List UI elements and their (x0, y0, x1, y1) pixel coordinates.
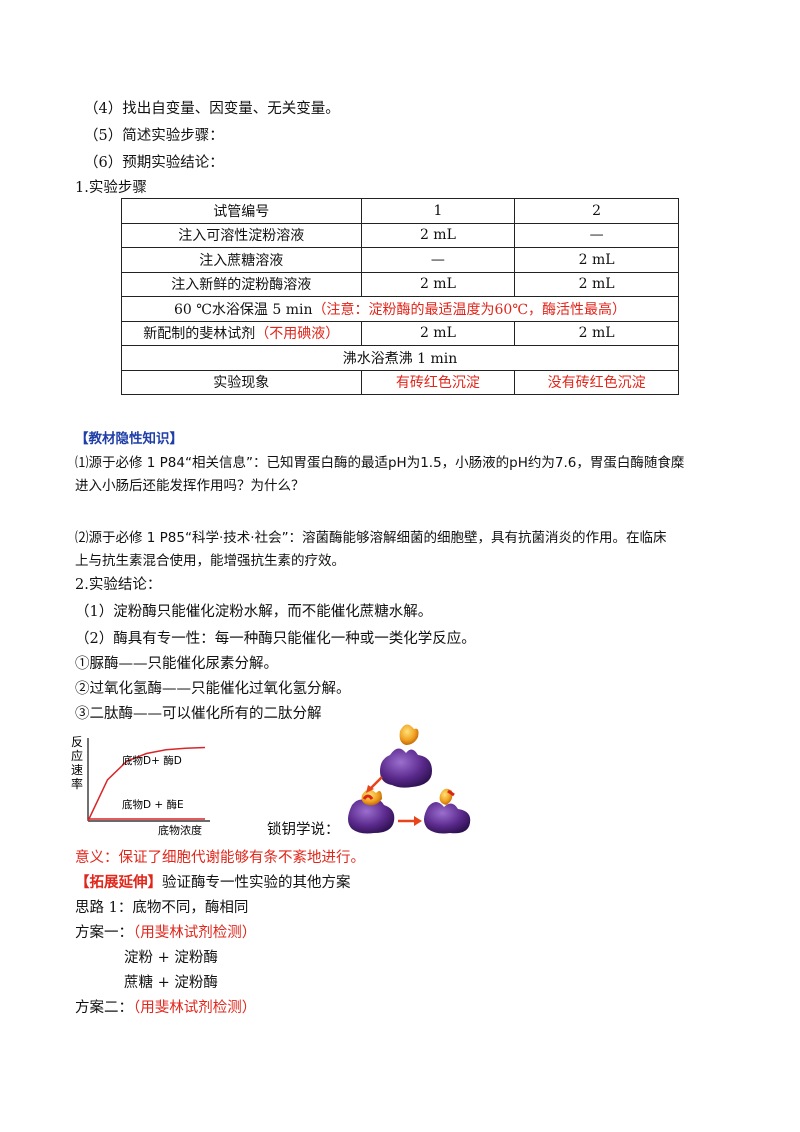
meaning-text: 意义：保证了细胞代谢能够有条不紊地进行。 (75, 850, 365, 866)
table-cell: 2 mL (514, 320, 679, 346)
table-cell: — (360, 247, 516, 273)
table-cell: 2 mL (360, 271, 516, 297)
y-axis-label-char: 速 (71, 763, 83, 777)
table-cell: 实验现象 (121, 369, 362, 395)
table-cell: 2 mL (514, 247, 679, 273)
extension-title: 验证酶专一性实验的其他方案 (162, 875, 351, 891)
water-bath-note: （注意：淀粉酶的最适温度为60℃，酶活性最高） (312, 301, 626, 318)
table-cell: 注入新鲜的淀粉酶溶液 (121, 271, 362, 297)
fehling-label: 新配制的斐林试剂 (143, 326, 256, 343)
table-row: 注入蔗糖溶液 — 2 mL (121, 247, 679, 273)
series-label-d: 底物D+ 酶D (122, 754, 182, 767)
table-cell: 1 (360, 198, 516, 224)
extension-tag: 【拓展延伸】 (75, 874, 162, 891)
table-row: 60 ℃水浴保温 5 min（注意：淀粉酶的最适温度为60℃，酶活性最高） (121, 296, 679, 322)
table-cell: 2 mL (360, 222, 516, 248)
arrow-icon (366, 776, 383, 793)
enzyme-complex-icon (348, 789, 395, 834)
table-row: 实验现象 有砖红色沉淀 没有砖红色沉淀 (121, 369, 679, 395)
table-cell: 沸水浴煮沸 1 min (121, 345, 679, 371)
lock-key-label: 锁钥学说： (267, 822, 340, 838)
extension-heading: 【拓展延伸】验证酶专一性实验的其他方案 (75, 871, 351, 892)
y-axis-label-char: 应 (71, 748, 83, 763)
table-cell: 新配制的斐林试剂（不用碘液） (121, 320, 362, 346)
hidden-knowledge-p1-line2: 进入小肠后还能发挥作用吗？为什么？ (75, 478, 305, 494)
y-axis-label-char: 率 (71, 776, 83, 791)
conclusion-1: （1）淀粉酶只能催化淀粉水解，而不能催化蔗糖水解。 (75, 604, 433, 620)
arrow-icon (398, 816, 422, 826)
series-line-d (87, 746, 206, 822)
table-cell: 没有砖红色沉淀 (514, 369, 679, 395)
conclusion-heading: 2.实验结论： (75, 577, 162, 593)
hidden-knowledge-title: 【教材隐性知识】 (75, 431, 183, 447)
example-catalase: ②过氧化氢酶——只能催化过氧化氢分解。 (75, 681, 351, 697)
table-cell: 注入蔗糖溶液 (121, 247, 362, 273)
plan-1-note: （用斐林试剂检测） (133, 925, 257, 941)
table-cell: 试管编号 (121, 198, 362, 224)
plan-2-label: 方案二： (75, 1000, 133, 1016)
plan-1-group-a: 淀粉 + 淀粉酶 (124, 950, 218, 966)
hidden-knowledge-p2-line2: 上与抗生素混合使用，能增强抗生素的疗效。 (75, 553, 345, 569)
table-cell: 2 mL (514, 271, 679, 297)
experiment-table: 试管编号 1 2 注入可溶性淀粉溶液 2 mL — 注入蔗糖溶液 — 2 mL … (121, 198, 679, 395)
question-5: （5）简述实验步骤： (84, 128, 224, 144)
table-cell: — (514, 222, 679, 248)
table-row: 试管编号 1 2 (121, 198, 679, 224)
conclusion-2: （2）酶具有专一性：每一种酶只能催化一种或一类化学反应。 (75, 631, 476, 647)
question-4: （4）找出自变量、因变量、无关变量。 (84, 101, 340, 117)
hidden-knowledge-p2-line1: ⑵源于必修 1 P85“科学·技术·社会”：溶菌酶能够溶解细菌的细胞壁，具有抗菌… (75, 530, 667, 546)
hidden-knowledge-p1-line1: ⑴源于必修 1 P84“相关信息”：已知胃蛋白酶的最适pH为1.5，小肠液的pH… (75, 455, 685, 471)
water-bath-step: 60 ℃水浴保温 5 min (174, 301, 313, 318)
plan-2: 方案二：（用斐林试剂检测） (75, 996, 256, 1017)
y-axis-label-char: 反 (71, 735, 83, 749)
question-6: （6）预期实验结论： (84, 155, 224, 171)
table-cell: 2 (514, 198, 679, 224)
example-dipeptidase: ③二肽酶——可以催化所有的二肽分解 (75, 706, 322, 722)
lock-key-model-image (348, 724, 471, 834)
table-row: 注入可溶性淀粉溶液 2 mL — (121, 222, 679, 248)
table-row: 注入新鲜的淀粉酶溶液 2 mL 2 mL (121, 271, 679, 297)
table-cell: 60 ℃水浴保温 5 min（注意：淀粉酶的最适温度为60℃，酶活性最高） (121, 296, 679, 322)
series-label-e: 底物D + 酶E (122, 798, 184, 811)
enzyme-products-icon (424, 788, 471, 834)
table-row: 新配制的斐林试剂（不用碘液） 2 mL 2 mL (121, 320, 679, 346)
table-cell: 有砖红色沉淀 (360, 369, 516, 395)
plan-1: 方案一：（用斐林试剂检测） (75, 921, 256, 942)
steps-heading: 1.实验步骤 (75, 180, 147, 196)
table-row: 沸水浴煮沸 1 min (121, 345, 679, 371)
plan-1-label: 方案一： (75, 925, 133, 941)
fehling-note: （不用碘液） (255, 326, 340, 343)
plan-1-group-b: 蔗糖 + 淀粉酶 (124, 975, 218, 991)
table-cell: 注入可溶性淀粉溶液 (121, 222, 362, 248)
table-cell: 2 mL (360, 320, 516, 346)
enzyme-substrate-icon (380, 724, 432, 788)
idea-1: 思路 1：底物不同，酶相同 (75, 900, 249, 916)
plan-2-note: （用斐林试剂检测） (133, 1000, 257, 1016)
x-axis-label: 底物浓度 (158, 823, 202, 837)
example-urease: ①脲酶——只能催化尿素分解。 (75, 656, 278, 672)
